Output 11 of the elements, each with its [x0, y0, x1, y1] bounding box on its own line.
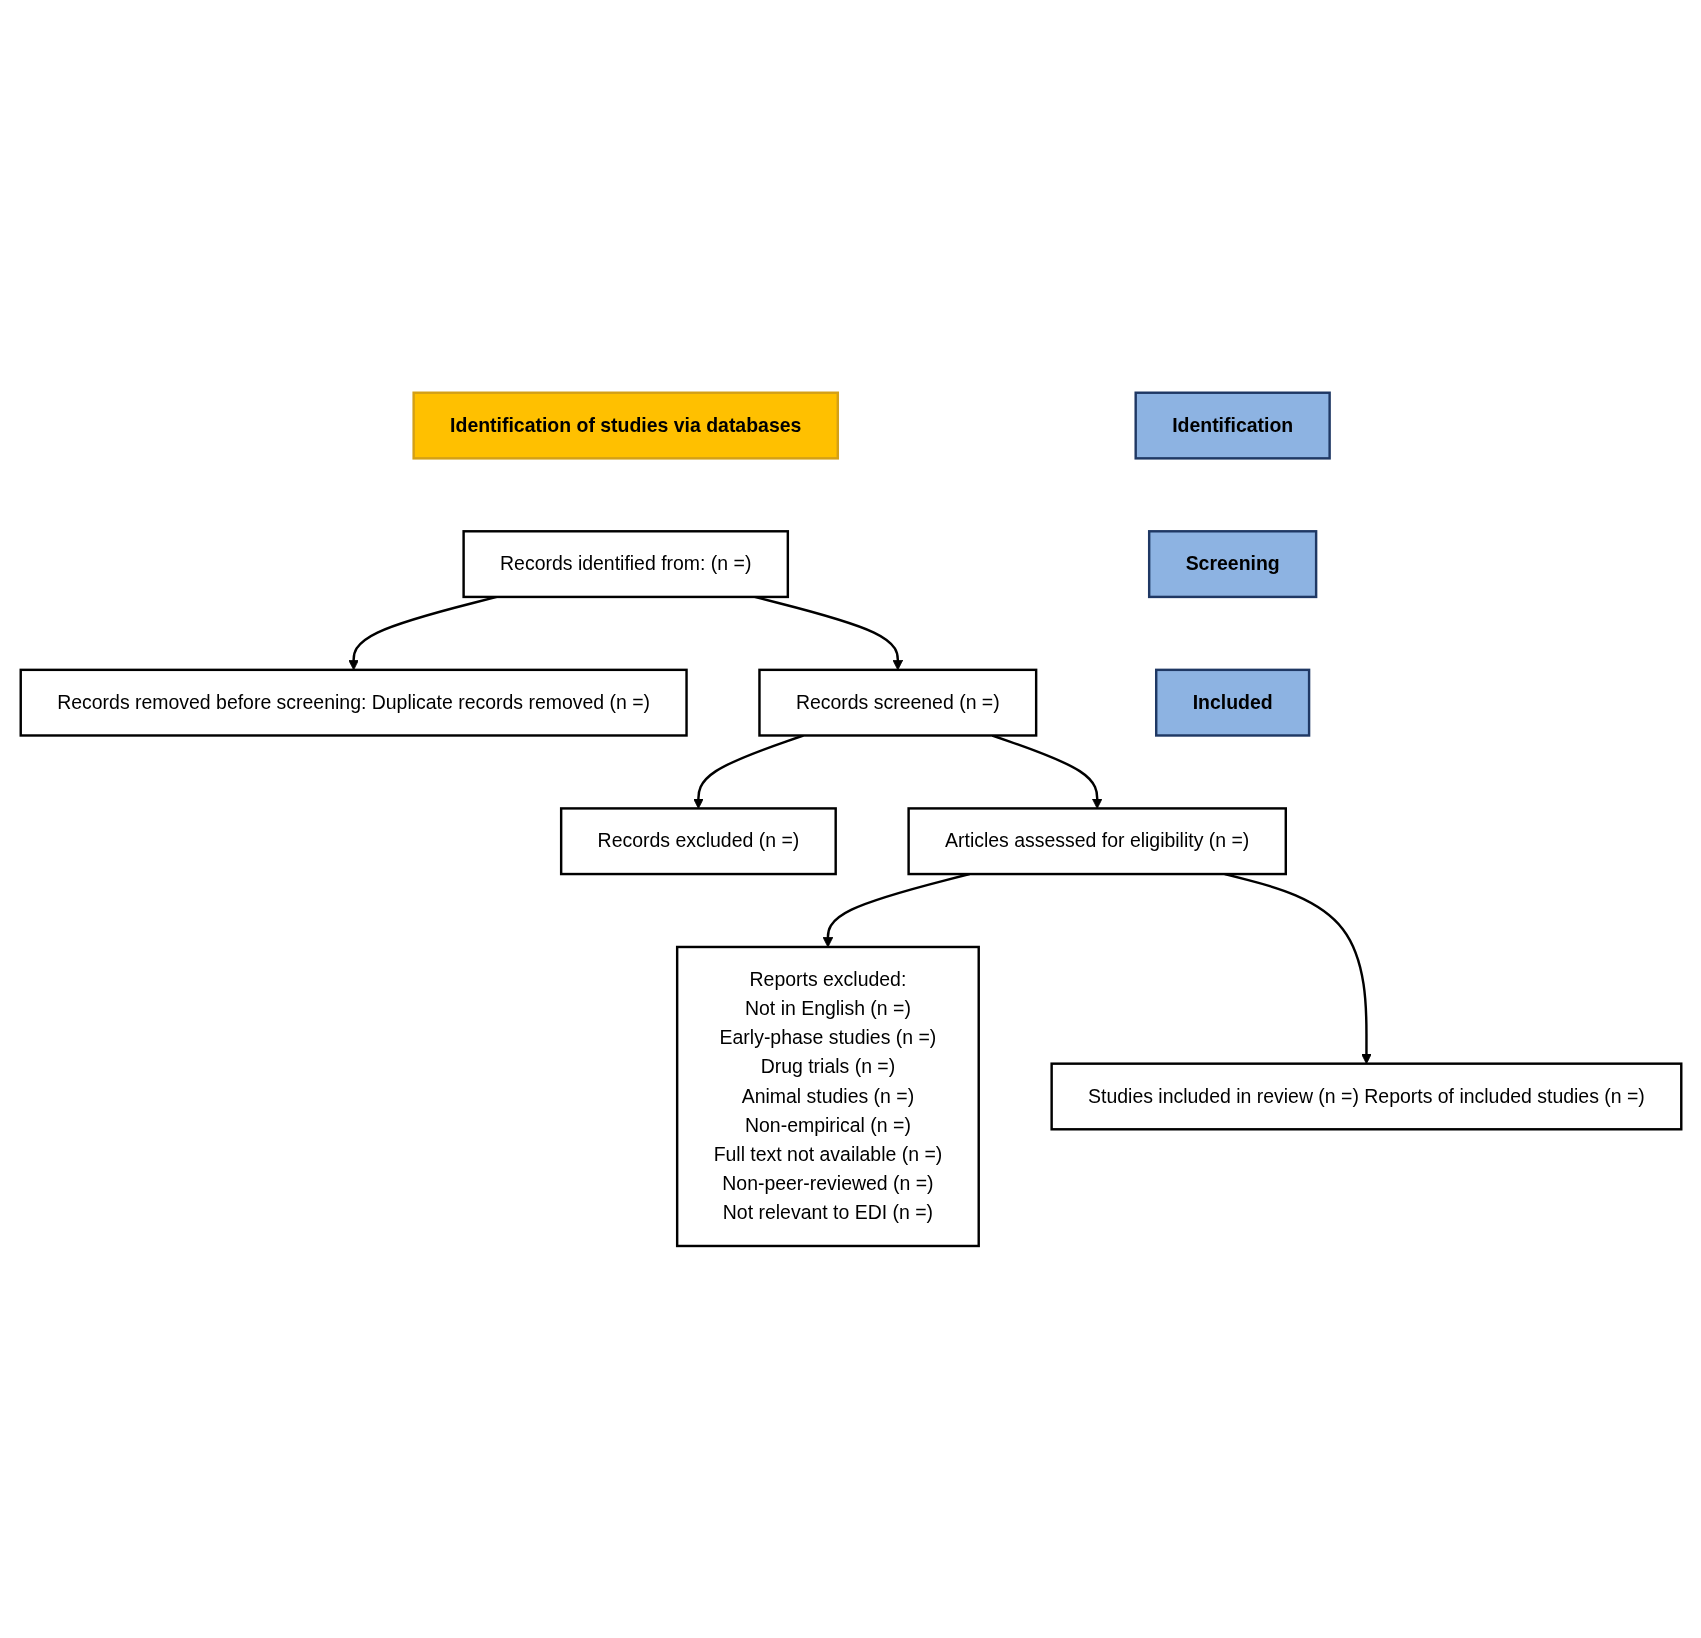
node-box: Identification of studies via databases	[411, 391, 839, 460]
node-box: Articles assessed for eligibility (n =)	[906, 806, 1287, 875]
node-box: Records identified from: (n =)	[461, 529, 789, 598]
node-box: Reports excluded: Not in English (n =) Early-phase studies (n =) Drug trials (n =) Animal studies (n =) Non-empirical (n =) Full text not available (n =) Non-peer-reviewed (n =) Not relevant to EDI (n =)	[675, 945, 980, 1247]
node-box: Identification	[1133, 391, 1331, 460]
node-box: Included	[1154, 668, 1310, 737]
node-box: Studies included in review (n =) Reports of included studies (n =)	[1049, 1062, 1682, 1131]
node-box: Screening	[1147, 529, 1317, 598]
node-box: Records screened (n =)	[757, 668, 1037, 737]
node-box: Records removed before screening: Duplicate records removed (n =)	[19, 668, 688, 737]
node-box: Records excluded (n =)	[559, 806, 837, 875]
